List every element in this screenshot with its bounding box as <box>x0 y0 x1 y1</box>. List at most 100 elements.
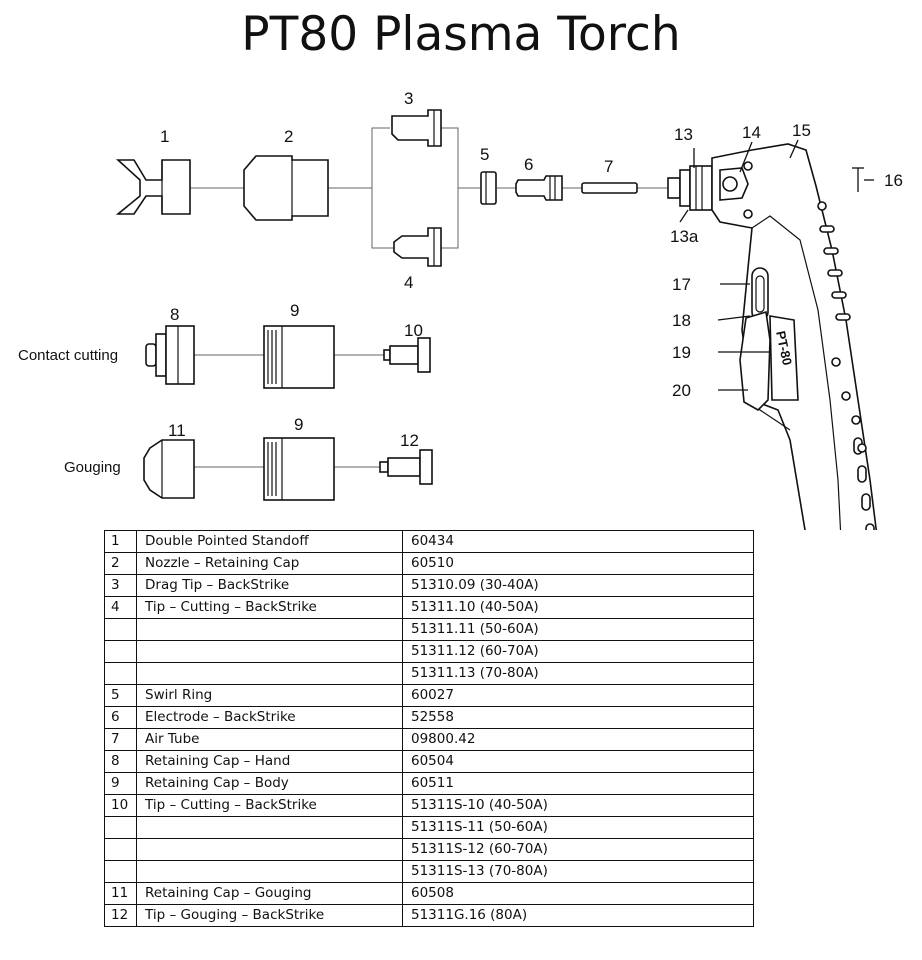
part-9-retaining-cap-body-gouging <box>263 437 335 501</box>
description-cell: Electrode – BackStrike <box>136 706 403 729</box>
part-number-cell: 51311S-10 (40-50A) <box>402 794 754 817</box>
item-number-cell <box>104 618 137 641</box>
table-row: 51311S-12 (60-70A) <box>104 838 754 861</box>
contact-cutting-label: Contact cutting <box>18 347 118 364</box>
part-number-cell: 51311S-12 (60-70A) <box>402 838 754 861</box>
part-number-cell: 60510 <box>402 552 754 575</box>
part-number-cell: 51310.09 (30-40A) <box>402 574 754 597</box>
part-1-standoff <box>115 159 191 215</box>
gouging-label: Gouging <box>64 459 121 476</box>
part-13-torch-head <box>667 165 713 211</box>
torch-body <box>711 143 878 530</box>
label-13: 13 <box>674 125 693 144</box>
label-19: 19 <box>672 343 691 362</box>
label-12: 12 <box>400 431 419 450</box>
item-number-cell <box>104 662 137 685</box>
part-number-cell: 60434 <box>402 530 754 553</box>
item-number-cell: 10 <box>104 794 137 817</box>
label-20: 20 <box>672 381 691 400</box>
part-12-gouging-tip <box>379 449 433 485</box>
part-9-retaining-cap-body <box>263 325 335 389</box>
label-7: 7 <box>604 157 613 176</box>
item-number-cell: 12 <box>104 904 137 927</box>
label-15: 15 <box>792 121 811 140</box>
description-cell <box>136 618 403 641</box>
table-row: 51311S-11 (50-60A) <box>104 816 754 839</box>
description-cell: Drag Tip – BackStrike <box>136 574 403 597</box>
page-title: PT80 Plasma Torch <box>241 7 681 62</box>
part-2-retaining-cap <box>243 155 329 221</box>
part-number-cell: 51311S-13 (70-80A) <box>402 860 754 883</box>
description-cell: Tip – Cutting – BackStrike <box>136 794 403 817</box>
leader-lines <box>679 139 874 391</box>
connector-lines <box>190 127 668 249</box>
table-row: 51311.13 (70-80A) <box>104 662 754 685</box>
part-7-air-tube <box>581 182 638 194</box>
part-number-cell: 09800.42 <box>402 728 754 751</box>
label-9-contact: 9 <box>290 301 299 320</box>
label-8: 8 <box>170 305 179 324</box>
description-cell: Retaining Cap – Hand <box>136 750 403 773</box>
label-16: 16 <box>884 171 903 190</box>
description-cell: Nozzle – Retaining Cap <box>136 552 403 575</box>
label-14: 14 <box>742 123 761 142</box>
exploded-parts-diagram: 1 2 3 4 5 6 7 13 13a 14 15 16 17 18 19 2… <box>18 89 903 530</box>
label-2: 2 <box>284 127 293 146</box>
part-number-cell: 51311.12 (60-70A) <box>402 640 754 663</box>
item-number-cell <box>104 816 137 839</box>
description-cell <box>136 838 403 861</box>
description-cell <box>136 860 403 883</box>
item-number-cell: 9 <box>104 772 137 795</box>
label-1: 1 <box>160 127 169 146</box>
part-number-cell: 60511 <box>402 772 754 795</box>
description-cell: Retaining Cap – Body <box>136 772 403 795</box>
part-3-drag-tip <box>391 109 442 147</box>
part-number-cell: 60027 <box>402 684 754 707</box>
label-13a: 13a <box>670 227 699 246</box>
description-cell <box>136 816 403 839</box>
item-number-cell: 7 <box>104 728 137 751</box>
description-cell: Swirl Ring <box>136 684 403 707</box>
part-number-cell: 52558 <box>402 706 754 729</box>
part-number-cell: 51311S-11 (50-60A) <box>402 816 754 839</box>
description-cell: Retaining Cap – Gouging <box>136 882 403 905</box>
description-cell: Tip – Cutting – BackStrike <box>136 596 403 619</box>
item-number-cell: 2 <box>104 552 137 575</box>
handle-logo-text: PT-80 <box>773 330 795 367</box>
part-number-cell: 60504 <box>402 750 754 773</box>
table-row: 51311S-13 (70-80A) <box>104 860 754 883</box>
item-number-cell: 6 <box>104 706 137 729</box>
part-number-cell: 60508 <box>402 882 754 905</box>
label-18: 18 <box>672 311 691 330</box>
table-row: 51311.12 (60-70A) <box>104 640 754 663</box>
description-cell: Tip – Gouging – BackStrike <box>136 904 403 927</box>
label-3: 3 <box>404 89 413 108</box>
item-number-cell: 3 <box>104 574 137 597</box>
part-5-swirl-ring <box>480 171 497 205</box>
label-17: 17 <box>672 275 691 294</box>
table-row: 51311.11 (50-60A) <box>104 618 754 641</box>
description-cell: Air Tube <box>136 728 403 751</box>
description-cell: Double Pointed Standoff <box>136 530 403 553</box>
label-5: 5 <box>480 145 489 164</box>
part-6-electrode <box>515 175 563 201</box>
item-number-cell: 11 <box>104 882 137 905</box>
item-number-cell <box>104 860 137 883</box>
part-number-cell: 51311G.16 (80A) <box>402 904 754 927</box>
item-number-cell: 8 <box>104 750 137 773</box>
label-11: 11 <box>168 421 186 440</box>
part-8-retaining-cap-hand <box>145 325 195 385</box>
